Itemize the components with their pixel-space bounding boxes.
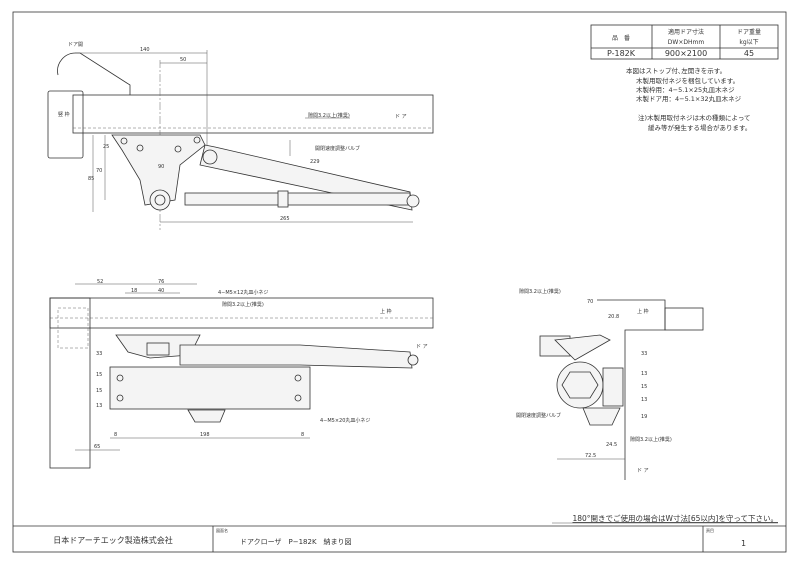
gap-label: 隙間3.2以上(推奨): [308, 112, 350, 119]
dim-52: 52: [97, 279, 103, 285]
dim-76: 76: [158, 279, 164, 285]
top-frame-label: 上 枠: [380, 308, 392, 315]
page-number: 1: [741, 539, 746, 548]
dim-v19: 19: [641, 414, 647, 420]
table-header-door-size: 適用ドア寸法: [668, 28, 704, 36]
dim-v13: 13: [96, 403, 102, 409]
dim-140: 140: [140, 47, 150, 53]
notes: 本図はストップ付､左開きを示す。 木製用取付ネジを梱包しています。 木製枠用：4…: [626, 66, 751, 132]
table-header-door-size-unit: DW×DHmm: [668, 39, 705, 46]
sheet-border: [12, 11, 787, 553]
dim-v15b: 15: [96, 388, 102, 394]
screw-body-label: 4−M5×20丸皿小ネジ: [320, 417, 370, 424]
spec-table: 品 番 適用ドア寸法 DW×DHmm ドア重量 kg以下 P-182K 900×…: [590, 24, 779, 60]
dim-90: 90: [158, 164, 164, 170]
bottom-note: 180°開きでご使用の場合はW寸法[65以内]を守って下さい。: [572, 513, 778, 523]
dim-65: 65: [94, 444, 100, 450]
dim-v33: 33: [641, 351, 647, 357]
dim-18: 18: [131, 288, 137, 294]
dim-v33: 33: [96, 351, 102, 357]
front-view: 上 枠 ド ア 52 76 18 40 4−M5×12丸皿小ネジ 隙間3.2以上…: [49, 279, 434, 469]
dim-50: 50: [180, 57, 186, 63]
note-line: 木製ドア用：4−5.1×32丸皿木ネジ: [636, 94, 742, 103]
door-label: ド ア: [416, 344, 428, 350]
dim-v15a: 15: [96, 372, 102, 378]
table-cell-door-size: 900×2100: [665, 49, 707, 58]
valve-label: 開閉速度調整バルブ: [516, 412, 561, 419]
dim-25: 25: [103, 144, 109, 150]
side-view: 隙間3.2以上(推奨) 70 20.8 上 枠 開閉速度調整バルブ 24.5 7…: [516, 288, 704, 480]
dim-265: 265: [280, 216, 290, 222]
table-cell-weight: 45: [744, 49, 754, 58]
gap-top-label: 隙間3.2以上(推奨): [519, 288, 561, 295]
valve-label: 開閉速度調整バルブ: [315, 145, 360, 152]
drawing-name: ドアクローザ P−182K 納まり図: [240, 537, 352, 546]
dim-24-5: 24.5: [606, 442, 617, 448]
dim-229: 229: [310, 159, 320, 165]
dim-198: 198: [200, 432, 210, 438]
top-frame-label: 上 枠: [637, 308, 649, 315]
drawing-name-label: 図面名: [216, 527, 228, 533]
table-header-weight-unit: kg以下: [739, 39, 758, 46]
door-open-label: ドア開: [68, 42, 83, 48]
note-line: 本図はストップ付､左開きを示す。: [626, 66, 726, 75]
gap-bottom-label: 隙間3.2以上(推奨): [630, 436, 672, 443]
screw-top-label: 4−M5×12丸皿小ネジ: [218, 289, 268, 296]
dim-40: 40: [158, 288, 164, 294]
company-name: 日本ドアーチエック製造株式会社: [53, 535, 173, 545]
dim-20-8: 20.8: [608, 314, 619, 320]
dim-8-left: 8: [114, 432, 117, 438]
dim-8-right: 8: [301, 432, 304, 438]
dim-70: 70: [96, 168, 102, 174]
dim-85: 85: [88, 176, 94, 182]
table-header-model: 品 番: [612, 35, 630, 42]
gap-label: 隙間3.2以上(推奨): [222, 301, 264, 308]
table-cell-model: P-182K: [607, 49, 636, 58]
note-line: 木製用取付ネジを梱包しています。: [636, 76, 739, 85]
page-label: 頁目: [706, 528, 714, 533]
note-line: 木製枠用：4−5.1×25丸皿木ネジ: [636, 85, 735, 94]
title-block: 日本ドアーチエック製造株式会社 図面名 ドアクローザ P−182K 納まり図 頁…: [13, 525, 786, 552]
dim-70: 70: [587, 299, 593, 305]
note-line: 緩み等が発生する場合があります。: [648, 123, 751, 132]
frame-label: 竪 枠: [58, 111, 70, 118]
door-label: ド ア: [637, 468, 649, 474]
note-line: 注)木製用取付ネジは木の種類によって: [638, 113, 751, 122]
dim-v13a: 13: [641, 371, 647, 377]
table-header-weight: ドア重量: [737, 28, 761, 36]
dim-72-5: 72.5: [585, 453, 596, 459]
top-view: 竪 枠 ドア開 ド ア 140 50 隙間3.2以上(推奨) 開閉速度調整バルブ…: [47, 42, 434, 230]
dim-v13b: 13: [641, 397, 647, 403]
dim-v15: 15: [641, 384, 647, 390]
door-label: ド ア: [395, 114, 407, 120]
